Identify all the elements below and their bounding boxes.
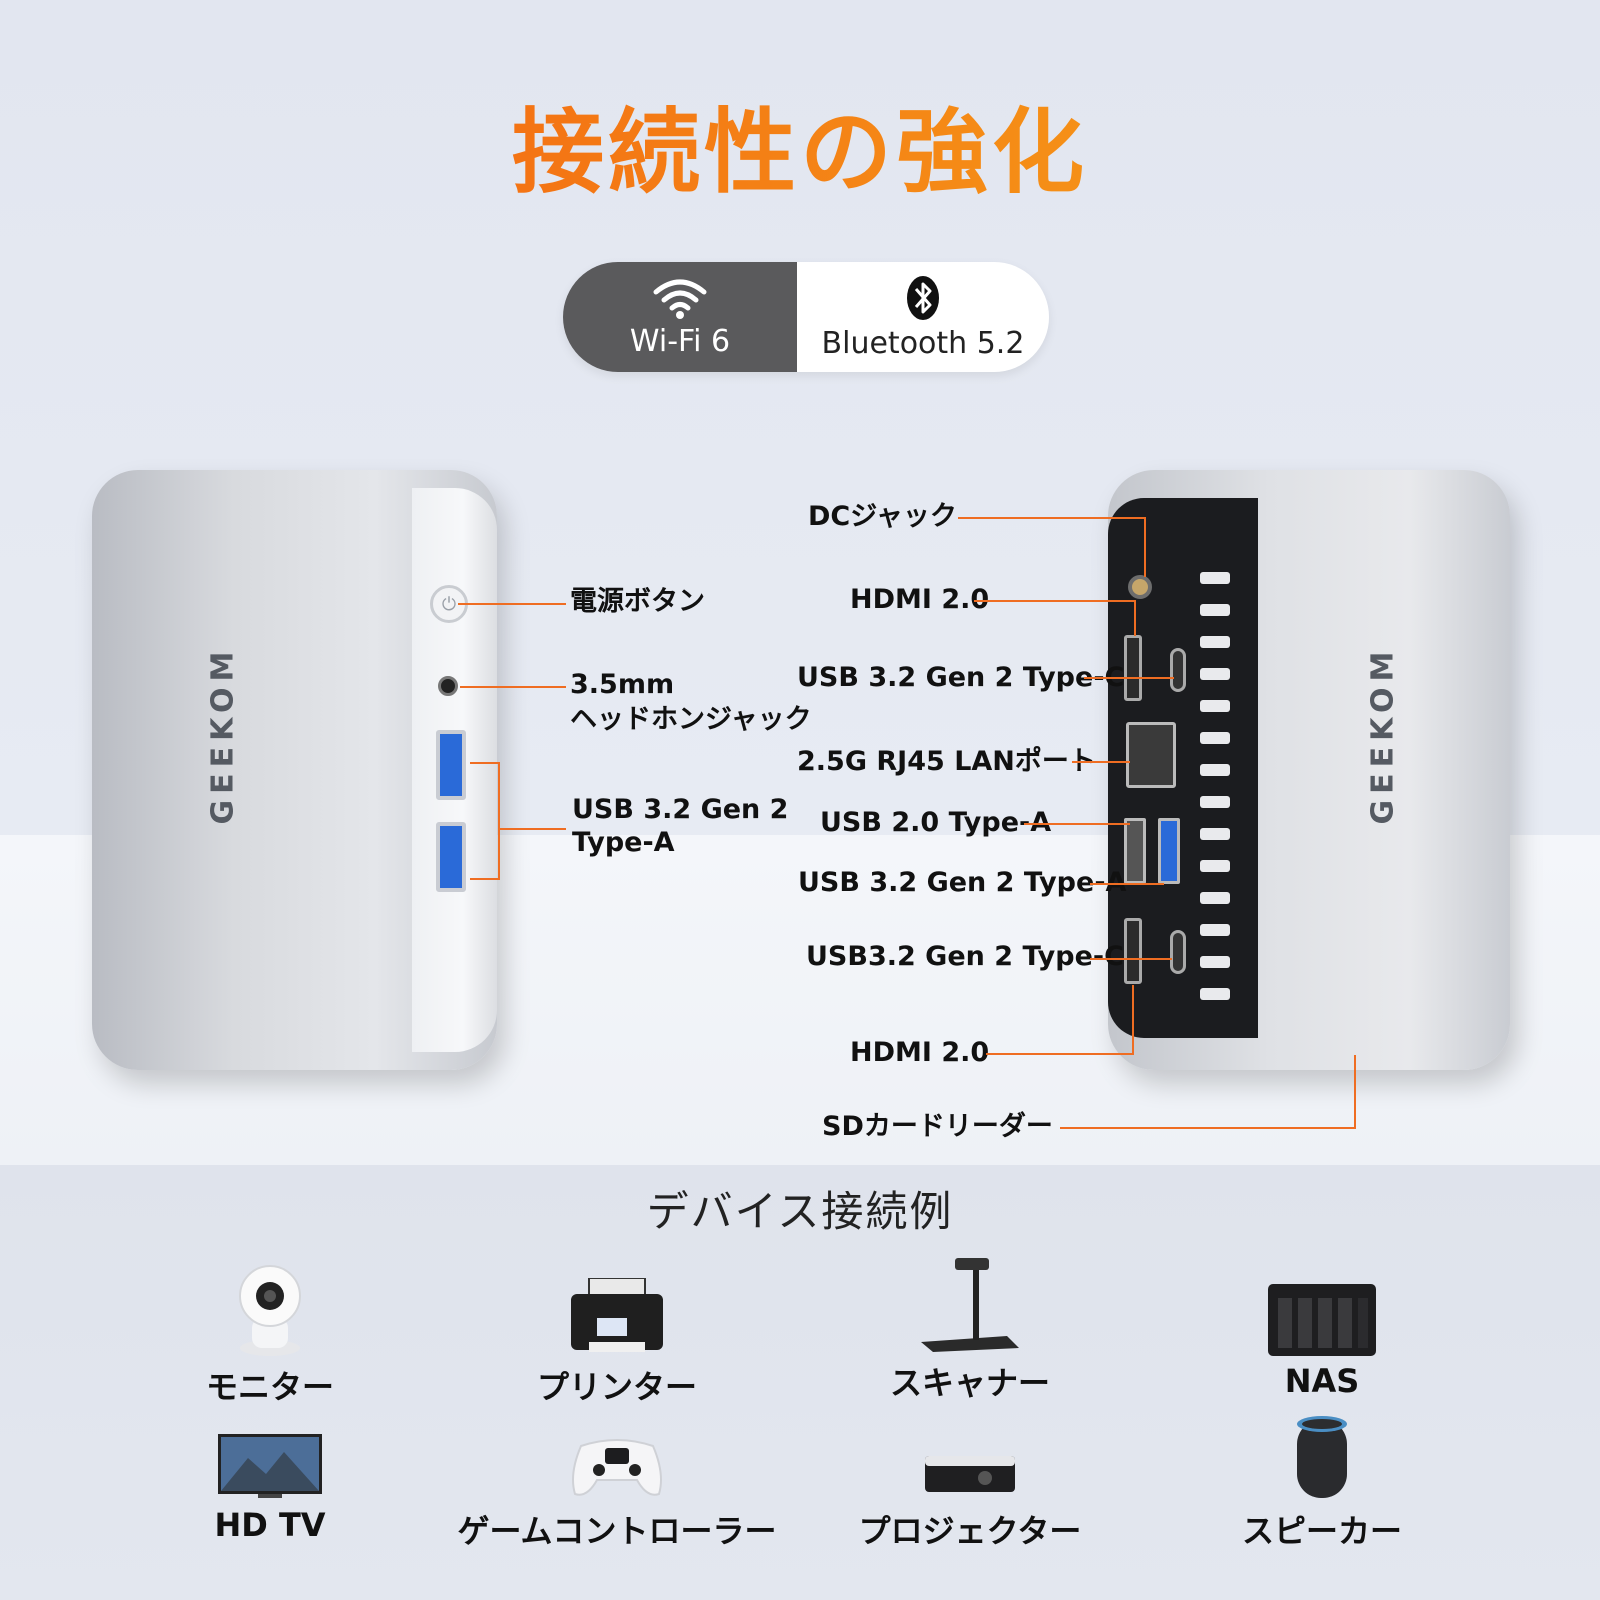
rj45-lan-port	[1126, 722, 1176, 788]
device-item: HD TV	[90, 1410, 450, 1544]
vent-slot	[1200, 892, 1230, 904]
vent-slot	[1200, 924, 1230, 936]
usb2-type-a-port	[1124, 818, 1146, 884]
callout-usbc-top: USB 3.2 Gen 2 Type-C	[797, 662, 1125, 693]
leader-line-power	[458, 603, 566, 605]
device-label: スキャナー	[889, 1364, 1050, 1402]
callout-audio-line2: ヘッドホンジャック	[570, 704, 812, 735]
device-item: ゲームコントローラー	[437, 1410, 797, 1552]
device-item: プリンター	[437, 1266, 797, 1408]
lower-band	[0, 1165, 1600, 1600]
leader-line-usb2	[1024, 823, 1130, 825]
brand-logo: GEEKOM	[205, 645, 241, 825]
device-label: プリンター	[536, 1368, 697, 1406]
device-label: NAS	[1284, 1362, 1360, 1400]
usb-c-port-bottom	[1170, 930, 1186, 974]
bluetooth-segment: Bluetooth 5.2	[797, 262, 1049, 372]
callout-usb2: USB 2.0 Type-A	[820, 807, 1052, 838]
callout-power-button: 電源ボタン	[570, 586, 705, 617]
leader-line-hdmi-top-down	[1134, 600, 1136, 636]
usb-c-port-top	[1170, 648, 1186, 692]
wireless-badge: Wi-Fi 6 Bluetooth 5.2	[563, 262, 1049, 372]
callout-usbc-bottom: USB3.2 Gen 2 Type-C	[806, 941, 1124, 972]
leader-line-usbc-top	[1084, 677, 1174, 679]
vent-slot	[1200, 604, 1230, 616]
hdmi-port-top	[1124, 635, 1142, 701]
device-label: HD TV	[214, 1506, 326, 1544]
headphone-jack-port	[438, 676, 458, 696]
bluetooth-icon	[907, 275, 939, 320]
usb3-type-a-port	[1158, 818, 1180, 884]
gamepad-icon	[572, 1439, 662, 1496]
usb-a-port-top	[436, 730, 466, 800]
page-title: 接続性の強化	[0, 78, 1600, 211]
leader-line-usb-bracket-top	[470, 762, 498, 764]
mini-pc-front-view	[92, 470, 497, 1070]
hdmi-port-bottom	[1124, 918, 1142, 984]
leader-line-dc	[958, 517, 1146, 519]
vent-slot	[1200, 636, 1230, 648]
projector-icon	[925, 1456, 1015, 1492]
vent-slot	[1200, 668, 1230, 680]
callout-usb3a: USB 3.2 Gen 2 Type-A	[798, 867, 1127, 898]
wifi-label: Wi-Fi 6	[629, 323, 731, 359]
leader-line-sd-up	[1354, 1055, 1356, 1129]
brand-logo-rear: GEEKOM	[1365, 645, 1401, 825]
vent-slot	[1200, 700, 1230, 712]
leader-line-dc-down	[1144, 517, 1146, 577]
camera-icon	[239, 1265, 301, 1356]
nas-icon	[1268, 1284, 1376, 1356]
device-item: モニター	[90, 1265, 450, 1408]
device-item: スキャナー	[790, 1258, 1150, 1404]
leader-line-audio	[460, 686, 566, 688]
device-item: NAS	[1142, 1266, 1502, 1400]
callout-sd-reader: SDカードリーダー	[822, 1111, 1053, 1142]
device-label: スピーカー	[1241, 1512, 1402, 1550]
leader-line-hdmi-bottom-up	[1132, 985, 1134, 1055]
vent-slot	[1200, 956, 1230, 968]
callout-audio-line1: 3.5mm	[570, 669, 675, 700]
vent-slot	[1200, 860, 1230, 872]
vent-slot	[1200, 572, 1230, 584]
leader-line-usb	[498, 828, 566, 830]
usb-a-port-bottom	[436, 822, 466, 892]
device-label: ゲームコントローラー	[457, 1512, 777, 1550]
callout-usb-line2: Type-A	[572, 827, 675, 858]
scanner-icon	[921, 1258, 1019, 1352]
leader-line-hdmi-top	[974, 600, 1136, 602]
device-label: モニター	[205, 1368, 334, 1406]
leader-line-lan	[1072, 761, 1130, 763]
leader-line-hdmi-bottom	[986, 1053, 1134, 1055]
leader-line-usbc-bottom	[1090, 958, 1172, 960]
tv-icon	[218, 1434, 322, 1498]
vent-slot	[1200, 796, 1230, 808]
wifi-icon	[653, 279, 707, 319]
wifi-segment: Wi-Fi 6	[563, 262, 797, 372]
speaker-icon	[1297, 1416, 1347, 1498]
callout-dc-jack: DCジャック	[808, 501, 957, 532]
vent-slot	[1200, 732, 1230, 744]
callout-hdmi-bottom: HDMI 2.0	[850, 1037, 990, 1068]
device-item: スピーカー	[1142, 1410, 1502, 1552]
printer-icon	[571, 1278, 663, 1352]
device-item: プロジェクター	[790, 1410, 1150, 1552]
callout-hdmi-top: HDMI 2.0	[850, 584, 990, 615]
dc-jack-port	[1128, 575, 1152, 599]
callout-lan-port: 2.5G RJ45 LANポート	[797, 746, 1096, 777]
callout-usb-line1: USB 3.2 Gen 2	[572, 794, 789, 825]
vent-slot	[1200, 828, 1230, 840]
vent-slot	[1200, 764, 1230, 776]
vent-slot	[1200, 988, 1230, 1000]
examples-title: デバイス接続例	[646, 1187, 954, 1236]
leader-line-usb-bracket-vertical	[498, 762, 500, 880]
leader-line-sd	[1060, 1127, 1356, 1129]
bluetooth-label: Bluetooth 5.2	[821, 325, 1025, 361]
leader-line-usb3a	[1090, 883, 1164, 885]
leader-line-usb-bracket-bottom	[470, 878, 498, 880]
device-label: プロジェクター	[858, 1512, 1082, 1550]
